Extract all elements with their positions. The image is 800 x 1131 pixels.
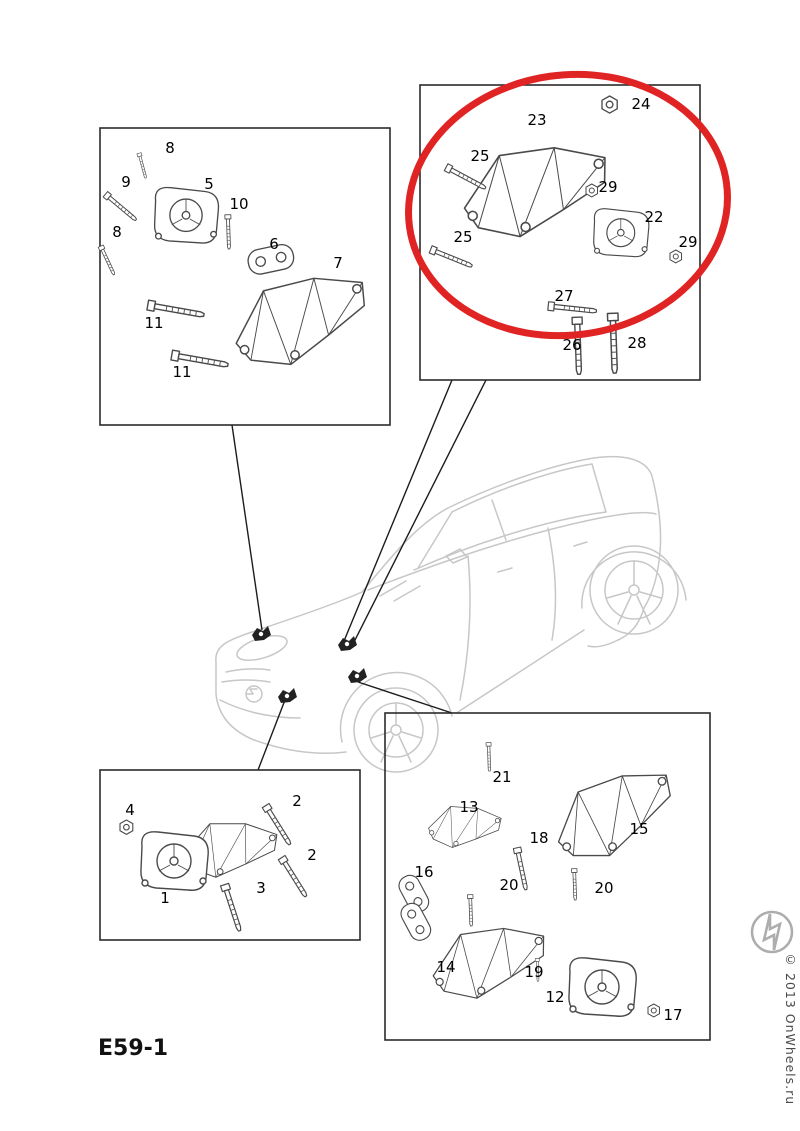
bolt-icon <box>102 191 139 224</box>
inset-top-left-parts: 8 9 5 8 10 6 7 11 11 <box>97 139 366 381</box>
leader-line <box>231 424 263 631</box>
bolt-icon <box>443 163 488 193</box>
inset-top-right-parts: 24 23 25 29 22 25 29 27 26 28 <box>428 95 698 376</box>
bolt-icon <box>136 152 149 179</box>
bolt-icon <box>219 882 245 933</box>
nut-icon <box>119 819 134 835</box>
bolt-icon <box>97 244 117 277</box>
highlight-ellipse <box>405 70 731 340</box>
bracket-icon <box>551 770 677 862</box>
mount-location-marker <box>338 636 357 651</box>
copyright-watermark: © 2013 OnWheels.ru <box>783 952 798 1106</box>
nut-icon <box>647 1003 661 1018</box>
leader-line <box>257 699 286 771</box>
part-number-label: 23 <box>527 111 546 129</box>
bolt-icon <box>428 245 474 271</box>
part-number-label: 20 <box>594 879 613 897</box>
inset-box-top-right <box>419 84 701 381</box>
inset-box-top-left <box>99 127 391 426</box>
part-number-label: 2 <box>292 792 302 810</box>
nut-icon <box>601 95 618 114</box>
mount-location-marker <box>348 668 367 683</box>
opel-logo-watermark-icon <box>750 910 794 954</box>
bracket-icon <box>235 277 366 366</box>
leader-line <box>351 379 487 647</box>
part-number-label: 11 <box>144 314 163 332</box>
part-number-label: 4 <box>125 801 135 819</box>
part-number-label: 27 <box>554 287 573 305</box>
part-number-label: 17 <box>663 1006 682 1024</box>
part-number-label: 6 <box>269 235 279 253</box>
engine-mount-icon <box>593 208 650 258</box>
part-number-label: 21 <box>492 768 511 786</box>
leader-lines <box>231 379 487 771</box>
part-number-label: 10 <box>229 195 248 213</box>
bolt-icon <box>485 742 493 772</box>
part-number-label: 26 <box>562 336 581 354</box>
part-number-label: 18 <box>529 829 548 847</box>
part-number-label: 25 <box>453 228 472 246</box>
part-number-label: 9 <box>121 173 131 191</box>
engine-mount-icon <box>568 957 637 1017</box>
bolt-icon <box>571 868 579 901</box>
mount-location-marker <box>278 688 297 703</box>
part-number-label: 5 <box>204 175 214 193</box>
inset-bottom-right-parts: 21 13 15 18 16 20 20 14 19 12 17 <box>395 742 683 1024</box>
part-number-label: 2 <box>307 846 317 864</box>
part-number-label: 29 <box>598 178 617 196</box>
inset-box-bottom-left <box>99 769 361 941</box>
part-number-label: 14 <box>436 958 455 976</box>
part-number-label: 16 <box>414 863 433 881</box>
part-number-label: 3 <box>256 879 266 897</box>
inset-bottom-left-parts: 4 2 2 3 1 <box>119 792 317 933</box>
bolt-icon <box>467 894 475 927</box>
part-number-label: 22 <box>644 208 663 226</box>
part-number-label: 19 <box>524 963 543 981</box>
part-number-label: 29 <box>678 233 697 251</box>
engine-mount-icon <box>140 831 209 891</box>
diagram-code: E59-1 <box>98 1036 169 1061</box>
engine-mount-icon <box>153 186 220 244</box>
spacer-plate-icon <box>397 899 435 945</box>
car-outline-illustration <box>215 455 687 773</box>
part-number-label: 25 <box>470 147 489 165</box>
part-number-label: 11 <box>172 363 191 381</box>
leader-line <box>357 681 453 714</box>
part-number-label: 13 <box>459 798 478 816</box>
part-number-label: 8 <box>165 139 175 157</box>
part-number-label: 20 <box>499 876 518 894</box>
inset-box-bottom-right <box>384 712 711 1041</box>
part-number-label: 7 <box>333 254 343 272</box>
part-number-label: 24 <box>631 95 650 113</box>
part-number-label: 8 <box>112 223 122 241</box>
part-number-label: 28 <box>627 334 646 352</box>
part-number-label: 1 <box>160 889 170 907</box>
part-number-label: 12 <box>545 988 564 1006</box>
bolt-icon <box>277 854 310 899</box>
leader-line <box>343 379 453 642</box>
bolt-icon <box>606 312 621 375</box>
nut-icon <box>585 183 599 198</box>
part-number-label: 15 <box>629 820 648 838</box>
bolt-icon <box>224 214 233 250</box>
nut-icon <box>669 249 683 264</box>
